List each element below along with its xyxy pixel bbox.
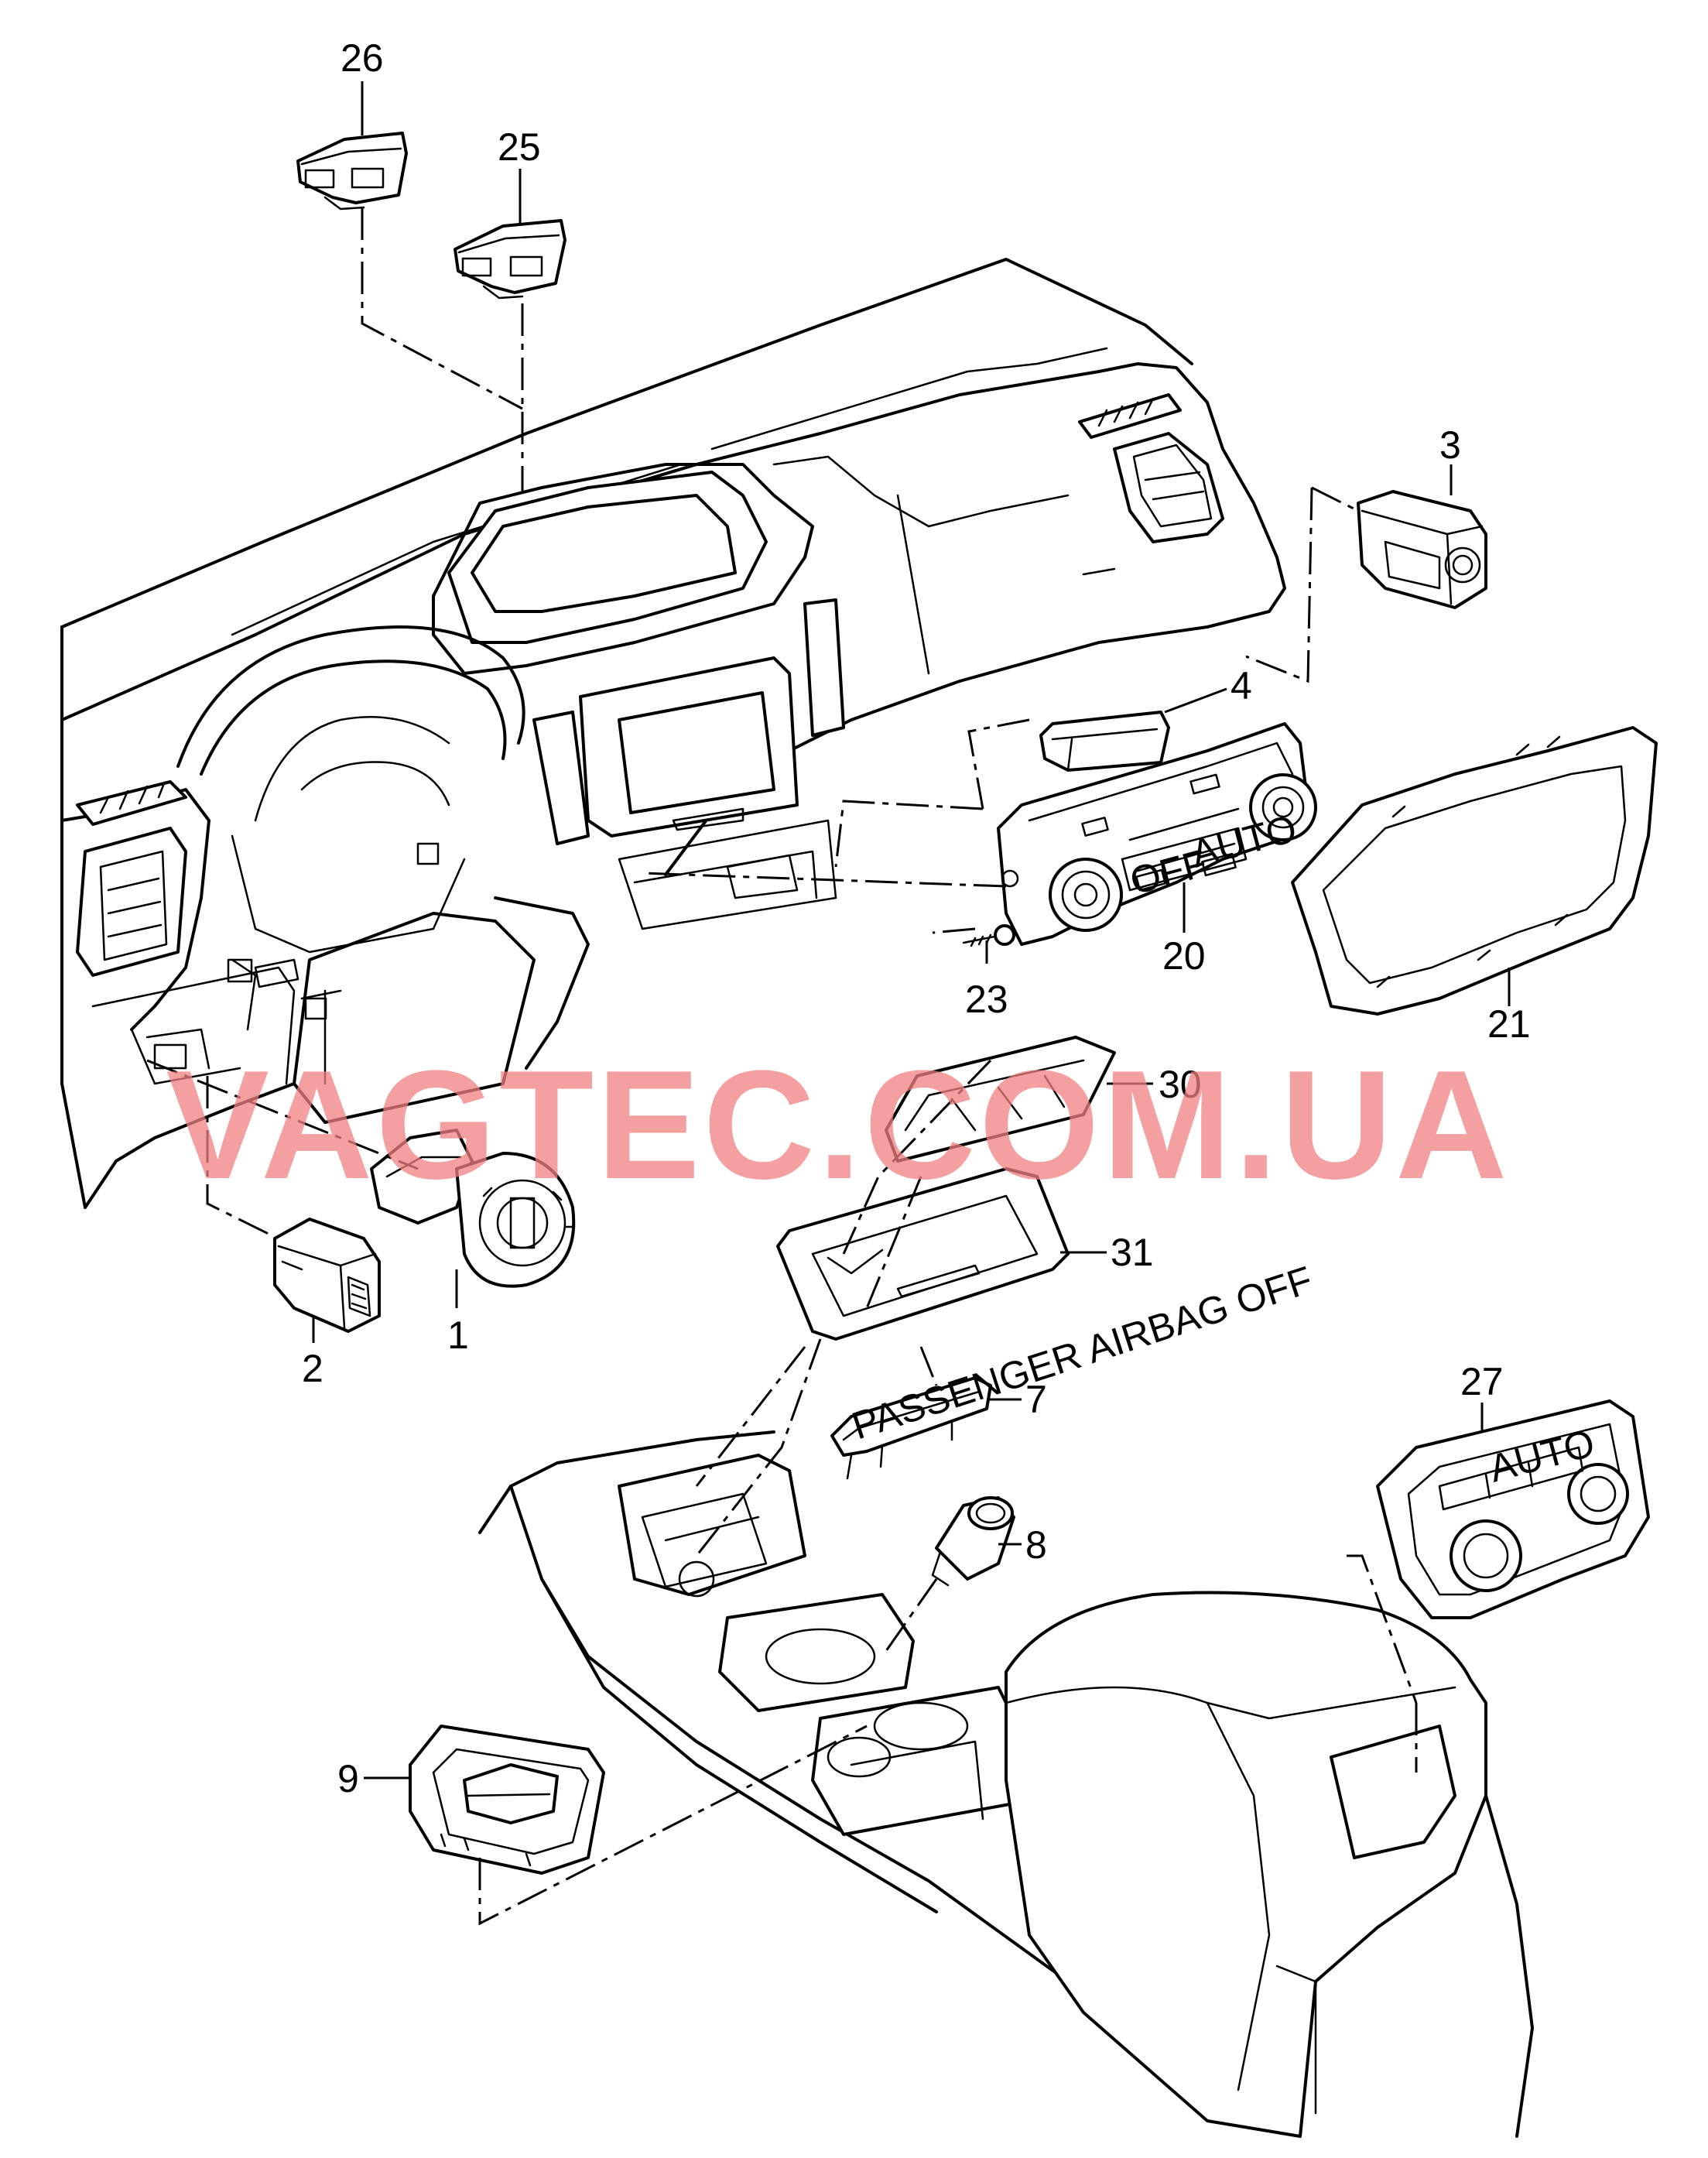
part-4-module: [1039, 711, 1170, 772]
part-25-switch: [454, 219, 566, 300]
callout-3: 3: [1439, 423, 1461, 467]
part-27-rear-climate-control: AUTO: [1376, 1399, 1650, 1619]
callout-leaders: [312, 81, 1511, 1779]
part-20-climate-control: OFF AUTO: [997, 722, 1317, 946]
part-23-screw: [962, 924, 1015, 947]
watermark: VAGTEC.COM.UA: [166, 1039, 1510, 1211]
callout-9: 9: [337, 1757, 359, 1800]
callout-23: 23: [965, 978, 1008, 1021]
callout-26: 26: [341, 36, 384, 80]
callout-30: 30: [1159, 1063, 1202, 1106]
part-26-switch: [296, 132, 408, 211]
callout-4: 4: [1231, 664, 1252, 707]
assembly-lines: [146, 207, 1418, 1926]
center-console: [478, 1430, 1534, 2138]
part-2-switch: [273, 1218, 381, 1333]
part-21-trim-frame: [1291, 726, 1658, 1016]
callout-numbers: 26 25 3 4 20 23 21 30 31 1 2 7 27 8 9: [302, 36, 1531, 1800]
callout-2: 2: [302, 1347, 323, 1390]
callout-20: 20: [1162, 934, 1206, 978]
part-1-light-switch: [370, 1129, 576, 1288]
callout-31: 31: [1111, 1231, 1154, 1274]
dashboard-panel: [60, 258, 1286, 1209]
part-30-switch-panel: [885, 1036, 1116, 1163]
part-8-switch: [931, 1496, 1015, 1587]
callout-27: 27: [1460, 1360, 1504, 1403]
callout-7: 7: [1025, 1378, 1047, 1421]
callout-25: 25: [498, 125, 541, 169]
part-9-switch-bezel: [409, 1725, 605, 1875]
part-31-bezel: [776, 1167, 1070, 1341]
callout-8: 8: [1025, 1523, 1047, 1567]
part-3-socket: [1357, 490, 1487, 609]
callout-21: 21: [1487, 1002, 1531, 1046]
callout-1: 1: [447, 1314, 469, 1357]
